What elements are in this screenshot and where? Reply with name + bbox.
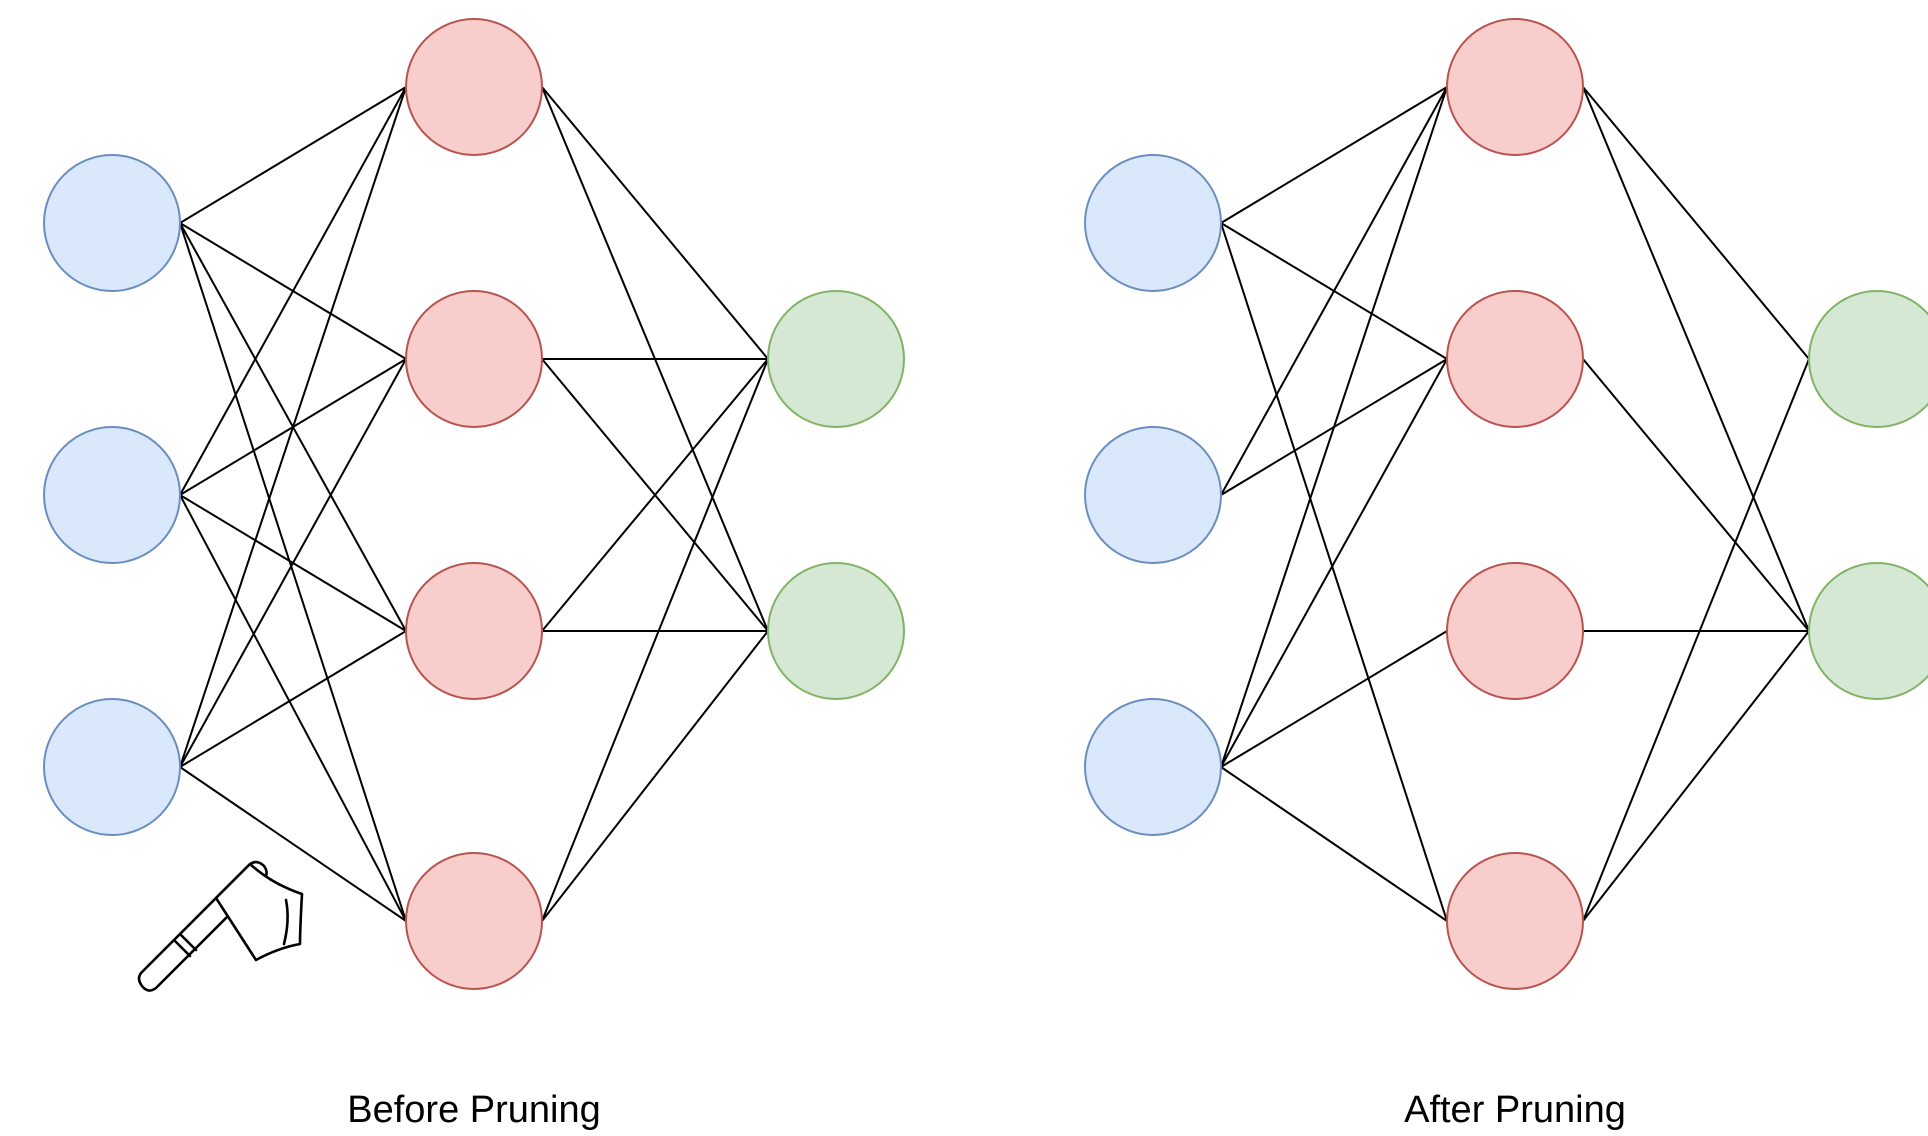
edge-after-hidden1-output1: [1582, 86, 1810, 360]
edge-before-input1-hidden4: [179, 222, 407, 922]
node-before-input-1: [43, 154, 181, 292]
node-before-input-2: [43, 426, 181, 564]
edge-before-hidden1-output1: [541, 86, 769, 360]
edge-after-input2-hidden1: [1220, 86, 1448, 496]
edge-before-input2-hidden4: [179, 494, 407, 922]
edge-before-input3-hidden4: [179, 766, 407, 922]
node-before-hidden-1: [405, 18, 543, 156]
nodes-before: [43, 18, 905, 990]
node-before-hidden-4: [405, 852, 543, 990]
edge-before-input1-hidden1: [179, 86, 407, 224]
edge-after-hidden1-output2: [1582, 86, 1810, 632]
edge-before-hidden4-output2: [541, 630, 769, 922]
node-before-input-3: [43, 698, 181, 836]
edge-before-hidden4-output1: [541, 358, 769, 922]
edge-after-input1-hidden1: [1220, 86, 1448, 224]
network-after-pruning: After Pruning: [1084, 18, 1928, 1131]
network-before-pruning: Before Pruning: [43, 18, 905, 1131]
edge-before-input3-hidden2: [179, 358, 407, 768]
node-after-input-3: [1084, 698, 1222, 836]
node-after-output-2: [1808, 562, 1928, 700]
node-before-hidden-2: [405, 290, 543, 428]
node-before-output-1: [767, 290, 905, 428]
edge-after-input3-hidden1: [1220, 86, 1448, 768]
node-after-hidden-2: [1446, 290, 1584, 428]
node-after-hidden-1: [1446, 18, 1584, 156]
node-after-output-1: [1808, 290, 1928, 428]
node-after-input-1: [1084, 154, 1222, 292]
node-after-input-2: [1084, 426, 1222, 564]
edges-after: [1220, 86, 1810, 922]
edge-after-hidden4-output2: [1582, 630, 1810, 922]
edge-after-input3-hidden4: [1220, 766, 1448, 922]
axe-icon: [137, 860, 304, 992]
edge-after-input1-hidden4: [1220, 222, 1448, 922]
edge-after-input3-hidden2: [1220, 358, 1448, 768]
edge-before-hidden3-output1: [541, 358, 769, 632]
node-after-hidden-4: [1446, 852, 1584, 990]
nodes-after: [1084, 18, 1928, 990]
node-before-hidden-3: [405, 562, 543, 700]
edge-after-hidden4-output1: [1582, 358, 1810, 922]
edge-before-input3-hidden1: [179, 86, 407, 768]
edge-after-hidden2-output2: [1582, 358, 1810, 632]
edge-before-input2-hidden1: [179, 86, 407, 496]
node-after-hidden-3: [1446, 562, 1584, 700]
edge-after-input3-hidden3: [1220, 630, 1448, 768]
caption-after-pruning: After Pruning: [1404, 1089, 1626, 1131]
edges-before: [179, 86, 769, 922]
edge-before-input3-hidden3: [179, 630, 407, 768]
node-before-output-2: [767, 562, 905, 700]
caption-before-pruning: Before Pruning: [347, 1089, 601, 1131]
